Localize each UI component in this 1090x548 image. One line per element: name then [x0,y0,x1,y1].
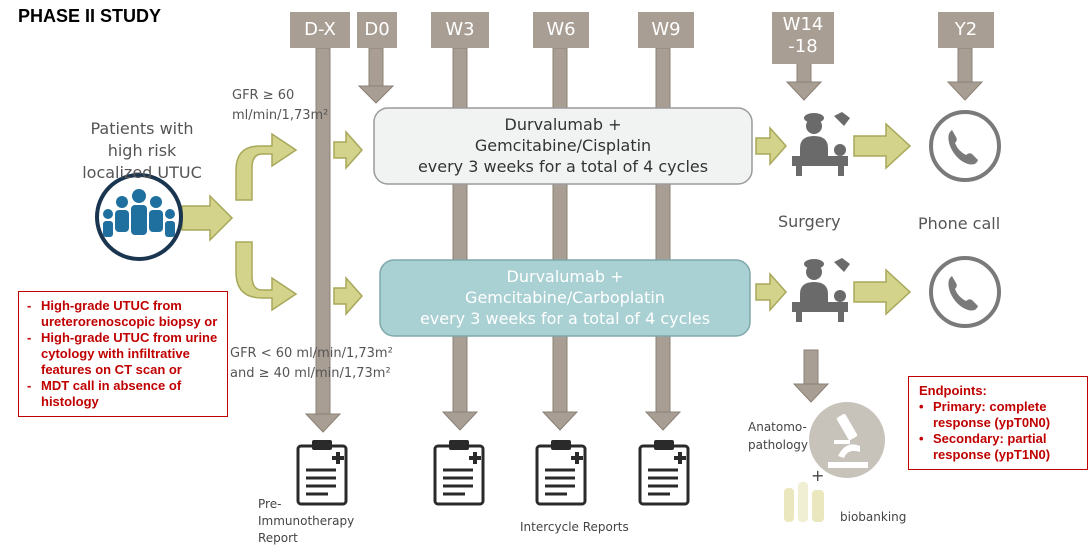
gfr-high-label: GFR ≥ 60 ml/min/1,73m² [232,86,328,126]
pre-immunotherapy-report-label: Pre- Immunotherapy Report [258,496,354,547]
flow-arrows [181,122,912,316]
intercycle-reports-label: Intercycle Reports [520,520,629,534]
timeline-stem-w9 [655,47,671,415]
clipboard-icon [535,440,587,506]
timeline-arrowhead-w9 [644,411,682,431]
arrow-split-up [235,132,298,201]
patients-label-line: Patients with [90,119,194,138]
timeline-arrowhead-y2 [946,81,984,101]
endpoint-item: Secondary: partial response (ypT1N0) [915,431,1081,463]
patients-label-line: high risk [107,141,177,160]
timeline-stem-d0 [368,47,384,89]
surgery-to-pathology-stem [803,349,819,387]
phone-icon [929,110,1001,182]
timeline-stems [304,47,984,433]
timeline-label-w3: W3 [431,12,489,48]
surgery-to-pathology-arrowhead [792,383,830,403]
anatomopathology-label: Anatomo- pathology [748,418,808,454]
arrow-cisplatin-to-surgery [755,126,788,166]
timeline-label-w6: W6 [533,12,589,48]
timeline-label-dx: D-X [290,12,350,48]
inclusion-criterion-item: High-grade UTUC from urine cytology with… [23,330,221,378]
patients-label: Patients with high risk localized UTUC [72,118,212,184]
arrow-split-down [235,241,298,312]
timeline-arrowhead-d0 [357,85,395,104]
clipboard-icon [296,440,348,506]
phone-call-label: Phone call [918,214,1001,233]
inclusion-criteria-box: High-grade UTUC from ureterorenoscopic b… [18,291,228,417]
arrow-carboplatin-to-surgery [755,272,788,312]
inclusion-criterion-item: MDT call in absence of histology [23,378,221,410]
endpoints-title: Endpoints: [919,383,987,398]
test-tubes-icon [784,482,824,522]
gfr-low-label: GFR < 60 ml/min/1,73m² and ≥ 40 ml/min/1… [230,344,393,384]
clipboard-icon [433,440,485,506]
timeline-arrowhead-w14 [785,81,823,101]
surgery-label: Surgery [778,212,841,231]
pre-report-line: Pre- [258,497,282,511]
arm-carboplatin-box [379,259,751,337]
timeline-stem-y2 [957,47,973,85]
arm-carboplatin-text: Durvalumab + Gemcitabine/Carboplatin eve… [380,266,750,329]
microscope-icon [809,402,885,478]
surgeon-icon [792,258,850,322]
pre-report-line: Report [258,531,298,545]
pre-report-line: Immunotherapy [258,514,355,528]
timeline-arrowhead-dx [304,413,342,433]
surgeon-icon [792,112,850,176]
timeline-arrowhead-w6 [541,411,579,431]
arrow-surgery-to-phone-top [853,122,912,170]
clipboard-icon [638,440,690,506]
timeline-stem-w14 [796,61,812,85]
inclusion-criterion-item: High-grade UTUC from ureterorenoscopic b… [23,298,221,330]
arrow-into-cisplatin [333,130,364,170]
endpoint-item: Primary: complete response (ypT0N0) [915,399,1081,431]
gfr-low-line: and ≥ 40 ml/min/1,73m² [230,366,391,381]
arm-carboplatin-line: Durvalumab + [506,267,624,286]
arm-cisplatin-text: Durvalumab + Gemcitabine/Cisplatin every… [374,114,752,177]
page-title: PHASE II STUDY [18,6,162,26]
arm-cisplatin-box [373,107,753,185]
timeline-label-w9: W9 [638,12,694,48]
plus-sign: + [811,466,825,485]
gfr-high-line: GFR ≥ 60 [232,88,295,103]
arrow-patients-to-split [181,194,234,242]
anatomopathology-line: pathology [748,438,809,452]
biobanking-label: biobanking [840,510,907,524]
gfr-high-line: ml/min/1,73m² [232,108,329,123]
gfr-low-line: GFR < 60 ml/min/1,73m² [230,346,393,361]
arrow-surgery-to-phone-bottom [853,268,912,316]
timeline-arrowhead-w3 [441,411,479,431]
timeline-label-d0: D0 [357,12,397,48]
patients-label-line: localized UTUC [82,163,202,182]
timeline-label-w14-18: W14 -18 [772,12,834,64]
people-group-icon [95,173,183,261]
arm-carboplatin-line: Gemcitabine/Carboplatin [465,288,665,307]
arm-cisplatin-line: Durvalumab + [504,115,622,134]
arm-carboplatin-line: every 3 weeks for a total of 4 cycles [419,309,711,328]
timeline-stem-w3 [452,47,468,415]
phone-icon [929,256,1001,328]
arm-cisplatin-line: Gemcitabine/Cisplatin [474,136,652,155]
timeline-stem-w6 [552,47,568,415]
arm-cisplatin-line: every 3 weeks for a total of 4 cycles [417,157,709,176]
arrow-into-carboplatin [333,276,364,316]
endpoints-box: Endpoints: Primary: complete response (y… [908,376,1088,470]
anatomopathology-line: Anatomo- [748,420,807,434]
timeline-label-y2: Y2 [938,12,994,48]
